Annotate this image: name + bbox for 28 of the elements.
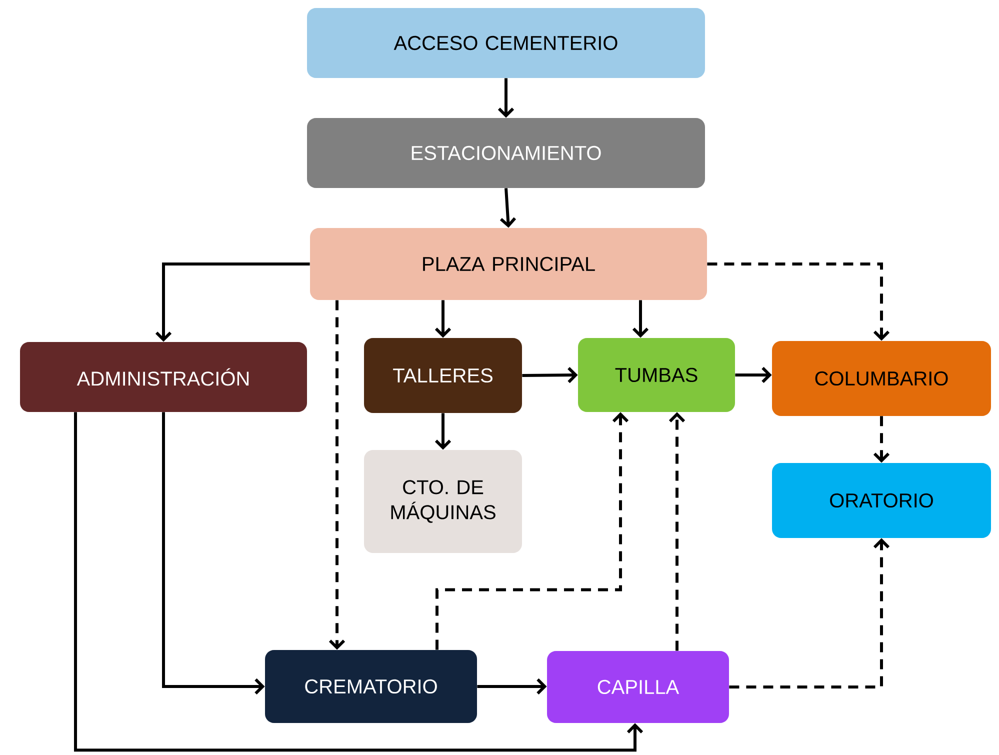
process-box: ESTACIONAMIENTO: [307, 118, 705, 188]
arrow: [707, 262, 890, 341]
process-box: CAPILLA: [547, 650, 729, 723]
arrow: [729, 538, 890, 688]
arrow: [74, 412, 644, 752]
process-box: ACCESO CEMENTERIO: [307, 8, 705, 78]
arrow: [477, 678, 547, 695]
arrow: [735, 366, 772, 384]
process-box: ADMINISTRACIÓN: [20, 342, 307, 412]
arrow: [328, 300, 346, 650]
process-box: TUMBAS: [578, 338, 735, 412]
process-box: CREMATORIO: [265, 650, 477, 723]
arrow: [873, 416, 890, 463]
process-box: PLAZA PRINCIPAL: [310, 228, 707, 300]
arrow: [434, 413, 452, 450]
arrow: [668, 412, 686, 651]
arrow: [155, 262, 310, 342]
arrow: [434, 300, 452, 338]
arrow: [498, 78, 514, 118]
process-box: CTO. DE MÁQUINAS: [364, 450, 522, 553]
process-box: ORATORIO: [772, 462, 991, 538]
process-box: COLUMBARIO: [772, 341, 991, 416]
arrow: [632, 300, 649, 338]
arrow: [500, 188, 516, 228]
process-box: TALLERES: [364, 338, 522, 413]
arrow: [522, 367, 578, 384]
arrow: [436, 412, 629, 650]
arrow: [162, 412, 265, 695]
